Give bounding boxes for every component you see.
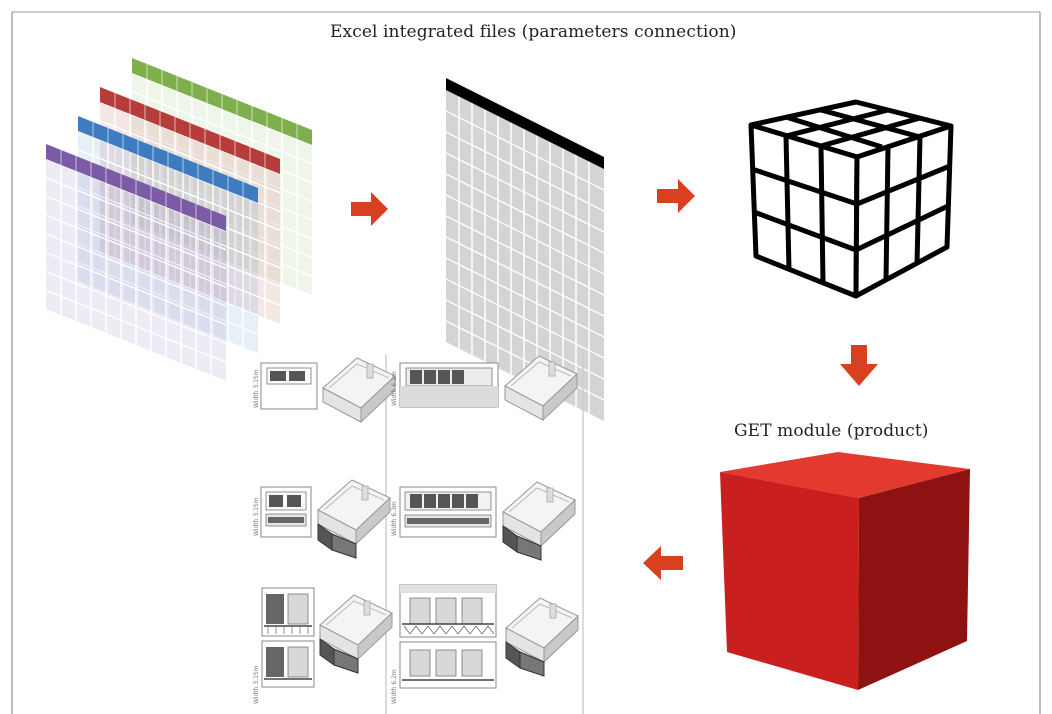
svg-text:Width 6.2m: Width 6.2m: [391, 669, 398, 704]
svg-text:Width 3.15m: Width 3.15m: [253, 369, 260, 408]
wireframe-grid-cube-icon: [748, 99, 954, 299]
arrow-right-icon: [657, 179, 695, 213]
svg-text:Width 6.3m: Width 6.3m: [391, 501, 398, 536]
stacked-spreadsheets-icon: [45, 57, 313, 382]
module-label: GET module (product): [734, 421, 929, 441]
room-variant-1: Width 3.15m: [253, 357, 396, 423]
svg-text:Width 3.15m: Width 3.15m: [253, 665, 260, 704]
room-variants-panel: Width 3.15m Width 6.2m W: [253, 350, 584, 714]
room-variant-6: Width 6.2m: [391, 584, 578, 704]
arrow-down-icon: [840, 345, 878, 386]
room-variant-5: Width 3.15m: [253, 587, 392, 704]
merged-spreadsheet-icon: [446, 78, 604, 421]
room-variant-3: Width 3.15m: [253, 480, 390, 558]
svg-text:Width 3.15m: Width 3.15m: [253, 497, 260, 536]
arrow-left-icon: [643, 546, 683, 580]
solid-red-cube-icon: [720, 452, 970, 690]
diagram-title: Excel integrated files (parameters conne…: [330, 22, 737, 42]
room-variant-4: Width 6.3m: [391, 482, 575, 560]
room-variant-2: Width 6.2m: [391, 355, 578, 421]
arrow-right-icon: [351, 192, 388, 226]
svg-text:Width 6.2m: Width 6.2m: [391, 371, 398, 406]
